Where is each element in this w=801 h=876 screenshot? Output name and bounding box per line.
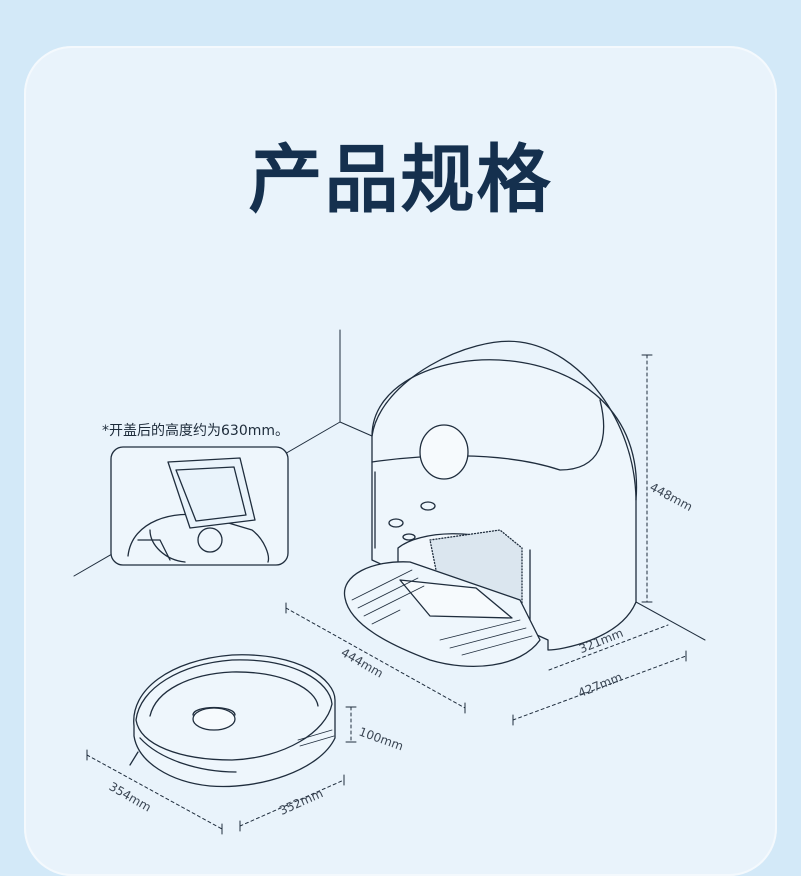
docking-station	[371, 340, 637, 651]
inset-panel	[110, 446, 289, 566]
robot-vacuum	[129, 654, 336, 788]
dimension-ticks	[86, 354, 687, 835]
open-lid-height-note: *开盖后的高度约为630mm。	[102, 423, 289, 439]
dimension-lines	[86, 354, 687, 830]
docking-base-tray	[343, 561, 541, 668]
page-title: 产品规格	[248, 137, 553, 223]
